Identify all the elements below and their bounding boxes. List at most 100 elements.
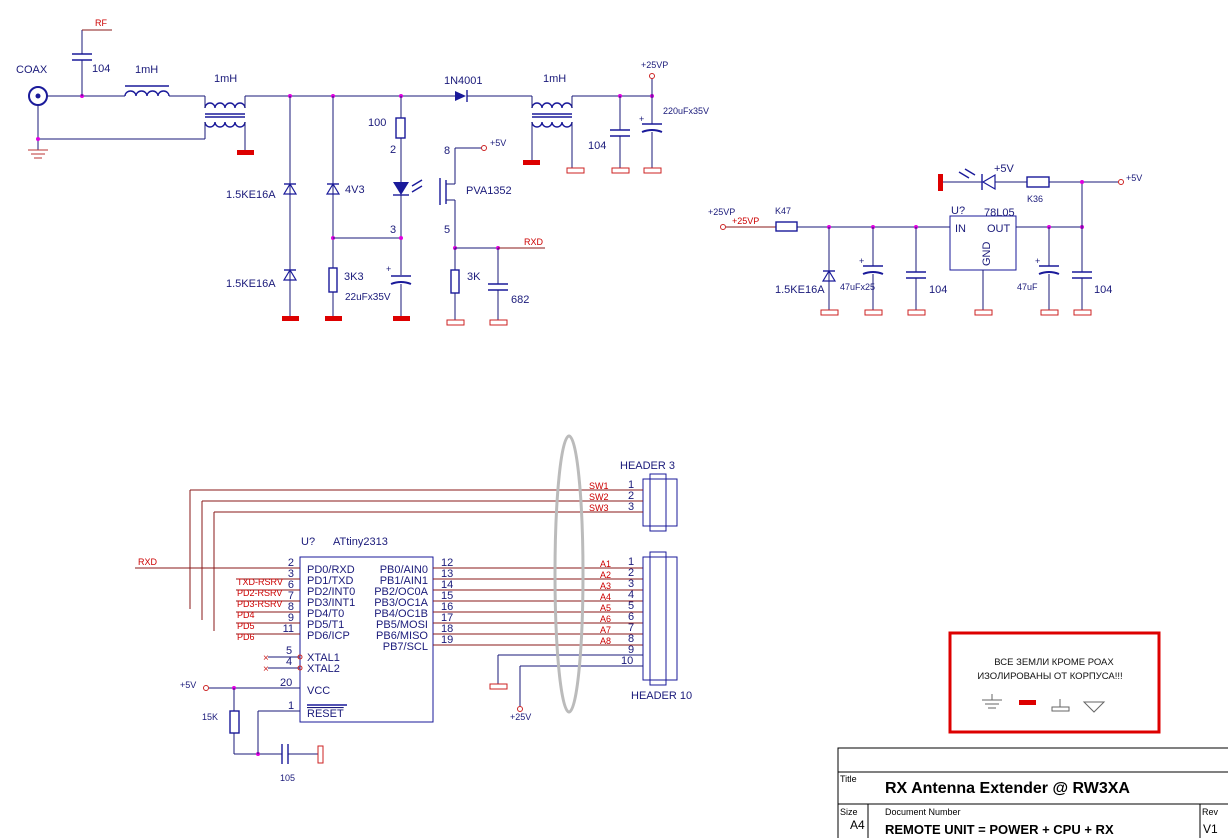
power-led bbox=[981, 173, 996, 191]
mcu-ref-label: U? bbox=[301, 536, 315, 548]
header10-pin-num: 10 bbox=[621, 655, 633, 667]
mcu-attiny2313 bbox=[299, 556, 434, 723]
regulator-section: +25VP +25VP K47 1.5KE16A + 47uFx25 104 U… bbox=[708, 163, 1142, 316]
cap-47u25-label: 47uFx25 bbox=[840, 282, 875, 292]
header10-pin-num: 9 bbox=[628, 644, 634, 656]
power-section: COAX RF 104 1mH 1mH bbox=[16, 18, 709, 326]
cap-220u-label: 220uFx35V bbox=[663, 106, 709, 116]
mcu-left-pin-name: PD6/ICP bbox=[307, 630, 350, 642]
reg-out-label: OUT bbox=[987, 223, 1011, 235]
mcu-right-pin-num: 16 bbox=[441, 601, 453, 613]
mcu-right-pin-name: PB6/MISO bbox=[376, 630, 428, 642]
svg-text:+: + bbox=[639, 114, 644, 124]
mcu-left-pin-num: 9 bbox=[288, 612, 294, 624]
header10-pin-num: 2 bbox=[628, 567, 634, 579]
mcu-right-pin-name: PB5/MOSI bbox=[376, 619, 428, 631]
svg-text:+: + bbox=[859, 256, 864, 266]
relay-label: PVA1352 bbox=[466, 185, 512, 197]
tvs-diode-b bbox=[282, 268, 298, 281]
res-100-label: 100 bbox=[368, 117, 386, 129]
header3-pin-net: SW2 bbox=[589, 492, 609, 502]
header10-pin-num: 8 bbox=[628, 633, 634, 645]
header3-connector bbox=[642, 478, 678, 527]
mcu-left-pin-name: PD0/RXD bbox=[307, 564, 355, 576]
mcu-5v-label: +5V bbox=[180, 680, 196, 690]
header10-pin-num: 6 bbox=[628, 611, 634, 623]
header10-25v-label: +25V bbox=[510, 712, 531, 722]
resistor-100 bbox=[395, 117, 406, 139]
mcu-left-pin-net: PD3-RSRV bbox=[237, 599, 282, 609]
cap-47u-label: 47uF bbox=[1017, 282, 1038, 292]
xtal2-name: XTAL2 bbox=[307, 663, 340, 675]
title-text: RX Antenna Extender @ RW3XA bbox=[885, 780, 1130, 797]
mcu-right-pin-net: A6 bbox=[600, 614, 611, 624]
mcu-right-pin-name: PB7/SCL bbox=[383, 641, 428, 653]
mcu-right-pin-net: A8 bbox=[600, 636, 611, 646]
vcc-name: VCC bbox=[307, 685, 330, 697]
ind-1mh-b-label: 1mH bbox=[214, 73, 237, 85]
cap-104c-label: 104 bbox=[929, 284, 947, 296]
mcu-right-pin-name: PB0/AIN0 bbox=[380, 564, 428, 576]
header10-pin-num: 7 bbox=[628, 622, 634, 634]
rev-value: V1 bbox=[1203, 822, 1218, 836]
tvs-diode-c bbox=[821, 269, 837, 282]
mcu-left-pin-net: PD5 bbox=[237, 621, 255, 631]
svg-text:×: × bbox=[263, 664, 269, 675]
xtal2-num: 4 bbox=[286, 656, 292, 668]
header10-pin-num: 5 bbox=[628, 600, 634, 612]
cap-104d-label: 104 bbox=[1094, 284, 1112, 296]
mcu-left-pin-net: PD2-RSRV bbox=[237, 588, 282, 598]
zener-4v3 bbox=[325, 182, 341, 195]
mcu-left-pin-net: PD6 bbox=[237, 632, 255, 642]
mcu-left-pin-num: 2 bbox=[288, 557, 294, 569]
mcu-right-pin-net: A4 bbox=[600, 592, 611, 602]
reg-25vp-b-label: +25VP bbox=[732, 216, 759, 226]
cap-22u-label: 22uFx35V bbox=[345, 292, 391, 303]
mcu-right-pin-num: 17 bbox=[441, 612, 453, 624]
mcu-right-pin-num: 14 bbox=[441, 579, 453, 591]
mcu-left-pin-num: 3 bbox=[288, 568, 294, 580]
header3-title: HEADER 3 bbox=[620, 460, 675, 472]
mcu-left-pin-num: 8 bbox=[288, 601, 294, 613]
reg-in-label: IN bbox=[955, 223, 966, 235]
svg-text:×: × bbox=[263, 653, 269, 664]
pin-8-label: 8 bbox=[444, 145, 450, 157]
mcu-right-pin-net: A7 bbox=[600, 625, 611, 635]
mcu-right-pin-net: A3 bbox=[600, 581, 611, 591]
mcu-right-pin-num: 13 bbox=[441, 568, 453, 580]
net-25vp-label: +25VP bbox=[641, 60, 668, 70]
mcu-right-pin-net: A5 bbox=[600, 603, 611, 613]
header3-pin-num: 1 bbox=[628, 479, 634, 491]
rxd-a-label: RXD bbox=[524, 237, 544, 247]
note-line2: ИЗОЛИРОВАНЫ ОТ КОРПУСА!!! bbox=[977, 671, 1122, 682]
header10-pin-num: 4 bbox=[628, 589, 634, 601]
header10-connector bbox=[642, 556, 678, 681]
cap-104b-label: 104 bbox=[588, 140, 606, 152]
resistor-k47 bbox=[775, 221, 798, 232]
tvs-a-label: 1.5KE16A bbox=[226, 189, 276, 201]
resistor-15k bbox=[229, 710, 240, 734]
docnum-caption: Document Number bbox=[885, 807, 961, 817]
mcu-left-pin-name: PD4/T0 bbox=[307, 608, 344, 620]
zener-4v3-label: 4V3 bbox=[345, 184, 365, 196]
mcu-rxd-label: RXD bbox=[138, 557, 158, 567]
svg-text:+: + bbox=[1035, 256, 1040, 266]
diode-1n4001-label: 1N4001 bbox=[444, 75, 483, 87]
res-3k3-label: 3K3 bbox=[344, 271, 364, 283]
title-caption: Title bbox=[840, 774, 857, 784]
res-k47-label: K47 bbox=[775, 206, 791, 216]
led-5v-label: +5V bbox=[994, 163, 1015, 175]
ground-note-box: ВСЕ ЗЕМЛИ КРОМЕ РОАХ ИЗОЛИРОВАНЫ ОТ КОРП… bbox=[948, 631, 1161, 734]
pin-2-label: 2 bbox=[390, 144, 396, 156]
relay-pva1352 bbox=[439, 145, 487, 248]
tvs-diode-a bbox=[282, 182, 298, 195]
common-mode-choke-a bbox=[204, 96, 254, 155]
reg-gnd-label: GND bbox=[981, 242, 993, 267]
resistor-3k bbox=[450, 269, 460, 294]
svg-text:+: + bbox=[386, 264, 391, 274]
